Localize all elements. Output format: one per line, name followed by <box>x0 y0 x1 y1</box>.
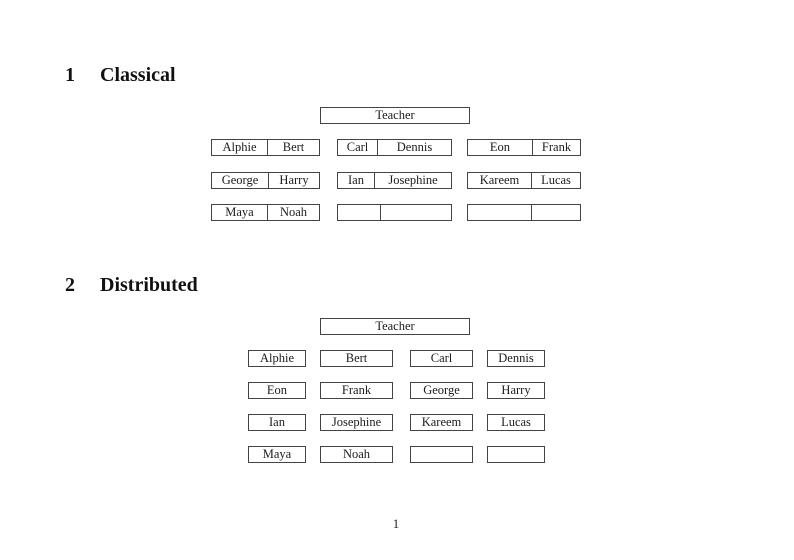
section-number: 2 <box>65 274 75 296</box>
seat-empty <box>468 205 532 220</box>
section-heading-classical: 1 Classical <box>65 64 176 86</box>
desk-distributed-r4c4-empty <box>487 446 545 463</box>
seat: Lucas <box>541 173 571 188</box>
desk-distributed-r4c2: Noah <box>320 446 393 463</box>
seat: Bert <box>282 140 305 155</box>
desk-distributed-r1c2: Bert <box>320 350 393 367</box>
seat: Alphie <box>212 140 268 155</box>
desk-distributed-r4c1: Maya <box>248 446 306 463</box>
section-heading-distributed: 2 Distributed <box>65 274 198 296</box>
desk-classical-r1c3: Eon Frank <box>467 139 581 156</box>
teacher-label: Teacher <box>375 319 415 334</box>
desk-distributed-r2c4: Harry <box>487 382 545 399</box>
desk-distributed-r1c1: Alphie <box>248 350 306 367</box>
desk-classical-r3c1: Maya Noah <box>211 204 320 221</box>
seat-empty <box>532 205 580 220</box>
section-title: Distributed <box>100 274 198 296</box>
desk-distributed-r4c3-empty <box>410 446 473 463</box>
seat: Dennis <box>396 140 433 155</box>
teacher-box-distributed: Teacher <box>320 318 470 335</box>
desk-distributed-r3c3: Kareem <box>410 414 473 431</box>
desk-classical-r2c3: Kareem Lucas <box>467 172 581 189</box>
desk-classical-r1c2: Carl Dennis <box>337 139 452 156</box>
teacher-box-classical: Teacher <box>320 107 470 124</box>
seat: Frank <box>541 140 572 155</box>
section-number: 1 <box>65 64 75 86</box>
seat-empty <box>338 205 381 220</box>
desk-distributed-r1c3: Carl <box>410 350 473 367</box>
seat: Josephine <box>388 173 438 188</box>
desk-distributed-r3c1: Ian <box>248 414 306 431</box>
desk-distributed-r3c4: Lucas <box>487 414 545 431</box>
seat: Kareem <box>468 173 532 188</box>
teacher-label: Teacher <box>375 108 415 123</box>
seat: Noah <box>279 205 308 220</box>
desk-distributed-r2c1: Eon <box>248 382 306 399</box>
desk-distributed-r1c4: Dennis <box>487 350 545 367</box>
section-title: Classical <box>100 64 176 86</box>
desk-classical-r1c1: Alphie Bert <box>211 139 320 156</box>
seat: Carl <box>338 140 378 155</box>
desk-distributed-r2c2: Frank <box>320 382 393 399</box>
desk-classical-r2c2: Ian Josephine <box>337 172 452 189</box>
desk-classical-r3c3-empty <box>467 204 581 221</box>
desk-distributed-r2c3: George <box>410 382 473 399</box>
seat: Eon <box>468 140 533 155</box>
seat: Maya <box>212 205 268 220</box>
desk-classical-r2c1: George Harry <box>211 172 320 189</box>
desk-classical-r3c2-empty <box>337 204 452 221</box>
seat: Harry <box>279 173 309 188</box>
page-number: 1 <box>392 516 400 531</box>
desk-distributed-r3c2: Josephine <box>320 414 393 431</box>
seat: Ian <box>338 173 375 188</box>
seat-empty <box>381 205 451 220</box>
seat: George <box>212 173 269 188</box>
